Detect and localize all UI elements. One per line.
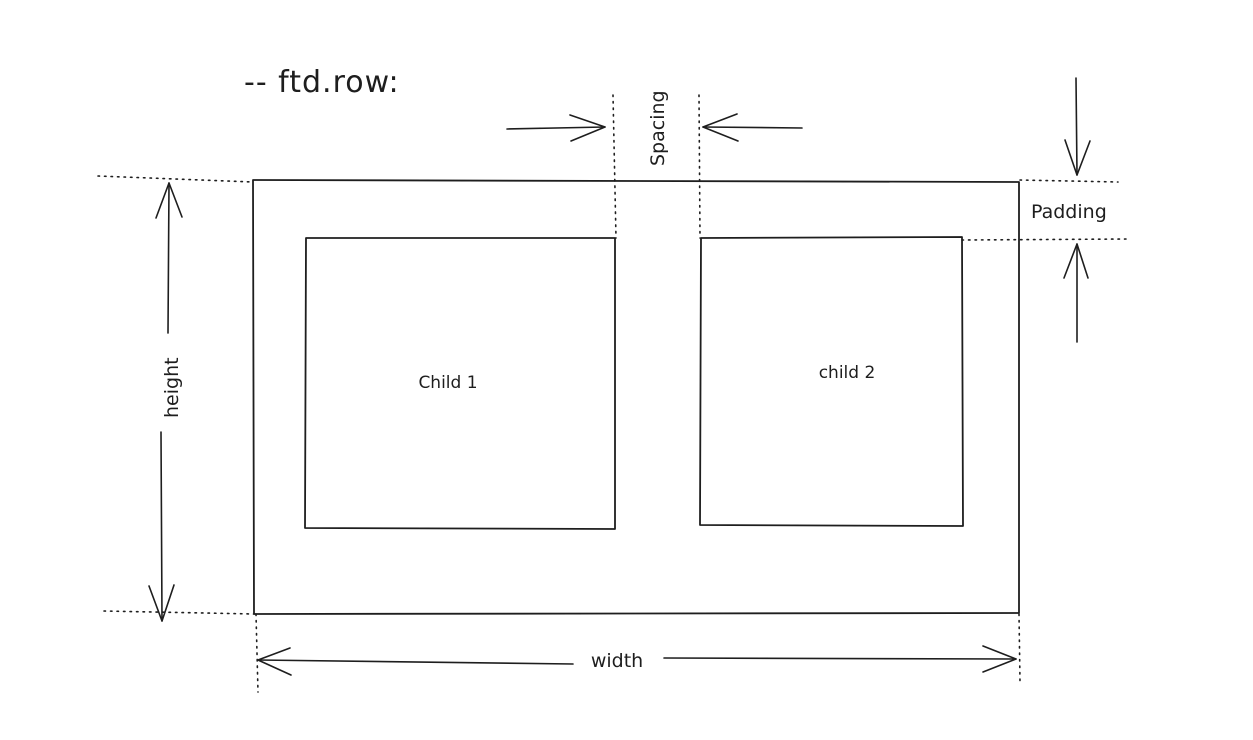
child-2-box bbox=[699, 236, 964, 527]
spacing-label: Spacing bbox=[647, 90, 669, 166]
spacing-arrow-right bbox=[702, 113, 803, 142]
spacing-arrow-left bbox=[506, 114, 606, 142]
width-guide-left bbox=[255, 613, 259, 693]
width-arrow bbox=[257, 645, 1017, 676]
padding-arrow-down bbox=[1064, 77, 1091, 176]
height-arrow bbox=[148, 182, 183, 622]
child-1-label: Child 1 bbox=[418, 373, 477, 393]
diagram-title: -- ftd.row: bbox=[244, 65, 400, 100]
width-label: width bbox=[591, 650, 643, 672]
spacing-guide-right bbox=[698, 94, 701, 239]
padding-arrow-up bbox=[1063, 243, 1089, 343]
child-1-box bbox=[304, 237, 616, 530]
height-guide-bottom bbox=[103, 610, 255, 615]
padding-guide-top bbox=[1019, 179, 1119, 183]
padding-guide-bottom bbox=[961, 238, 1129, 241]
width-guide-right bbox=[1018, 613, 1021, 683]
padding-label: Padding bbox=[1031, 201, 1107, 223]
spacing-guide-left bbox=[612, 94, 617, 239]
height-label: height bbox=[161, 357, 183, 418]
row-container bbox=[252, 179, 1020, 615]
child-2-label: child 2 bbox=[819, 363, 876, 383]
height-guide-top bbox=[97, 175, 254, 183]
